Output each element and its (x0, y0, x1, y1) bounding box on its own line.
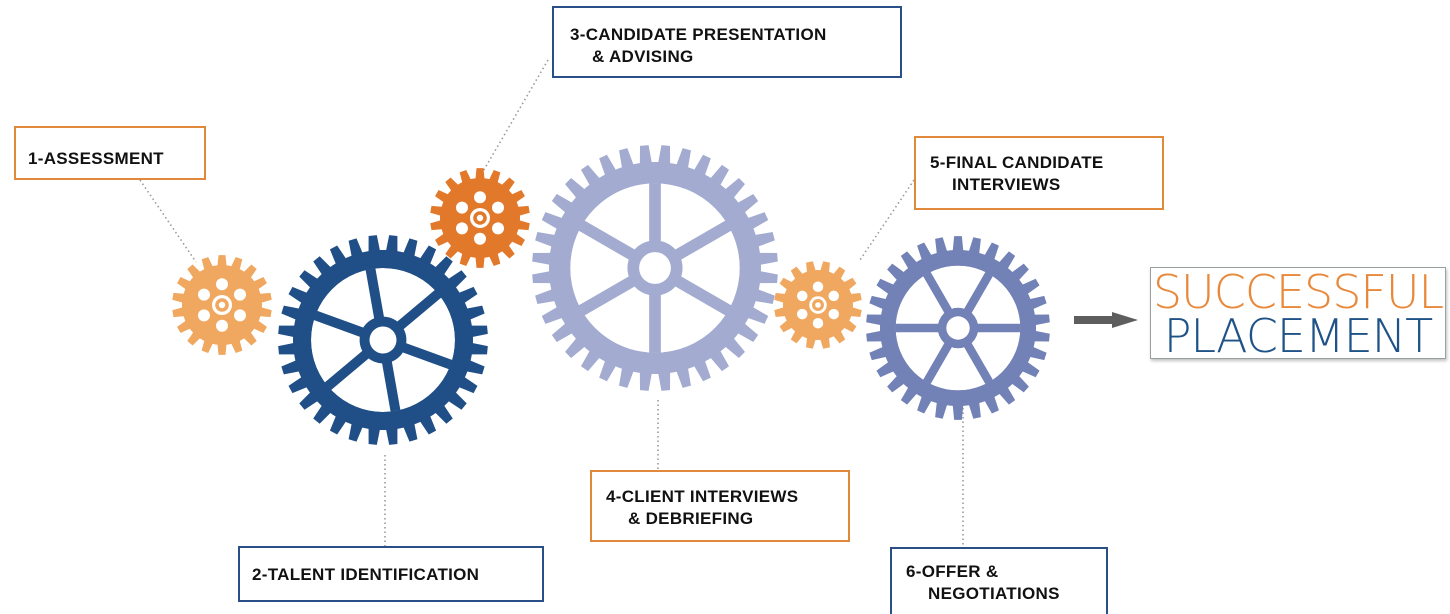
connector-lines (139, 59, 964, 547)
step-4-subtitle: & DEBRIEFING (628, 509, 754, 528)
gear-2-icon (278, 235, 488, 445)
step-6-title: 6-OFFER & (906, 562, 999, 581)
step-3-subtitle: & ADVISING (592, 47, 694, 66)
step-1-assessment-label: 1-ASSESSMENT (14, 126, 206, 180)
arrow-icon (1074, 312, 1138, 328)
gear-1-icon (172, 255, 272, 355)
connector-line-1 (139, 179, 197, 263)
step-5-final-label: 5-FINAL CANDIDATE INTERVIEWS (914, 136, 1164, 210)
connector-line-5 (859, 179, 915, 261)
step-6-subtitle: NEGOTIATIONS (928, 584, 1060, 603)
gear-5-icon (774, 261, 862, 349)
gear-4-icon (532, 145, 778, 391)
step-6-offer-label: 6-OFFER & NEGOTIATIONS (890, 547, 1108, 614)
connector-line-3 (477, 59, 549, 181)
step-2-talent-label: 2-TALENT IDENTIFICATION (238, 546, 544, 602)
gear-6-icon (866, 236, 1050, 420)
gears-group (172, 145, 1050, 445)
step-5-subtitle: INTERVIEWS (952, 175, 1061, 194)
successful-placement-result: SUCCESSFUL PLACEMENT (1150, 267, 1446, 359)
step-4-title: 4-CLIENT INTERVIEWS (606, 487, 799, 506)
gear-3-icon (430, 168, 530, 268)
step-5-title: 5-FINAL CANDIDATE (930, 153, 1104, 172)
step-2-title: 2-TALENT IDENTIFICATION (252, 565, 480, 584)
step-1-title: 1-ASSESSMENT (28, 149, 164, 168)
step-3-title: 3-CANDIDATE PRESENTATION (570, 25, 827, 44)
step-4-client-label: 4-CLIENT INTERVIEWS & DEBRIEFING (590, 470, 850, 542)
result-line-1: SUCCESSFUL (1152, 265, 1444, 319)
result-line-2: PLACEMENT (1163, 309, 1434, 363)
step-3-presentation-label: 3-CANDIDATE PRESENTATION & ADVISING (552, 6, 902, 78)
